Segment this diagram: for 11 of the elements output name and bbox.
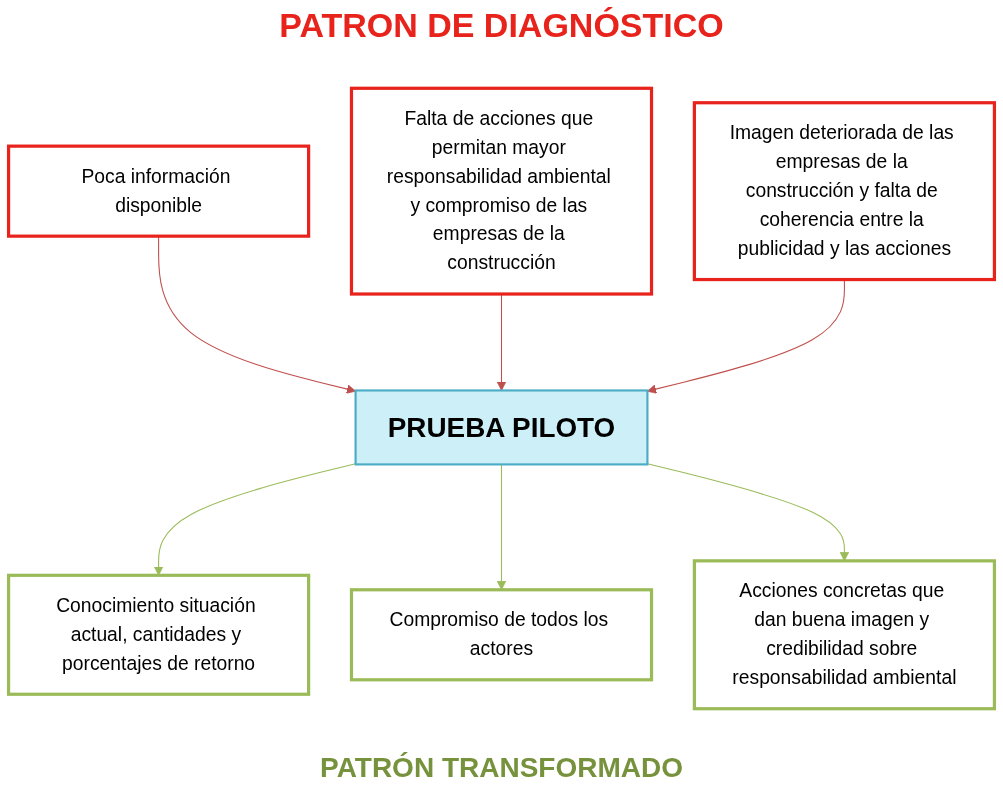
- node-box: Falta de acciones que permitan mayor responsabilidad ambiental y compromiso de las empresas de la construcción: [349, 86, 654, 296]
- arrow: [647, 279, 845, 394]
- diagram-caption: PATRÓN TRANSFORMADO: [320, 752, 683, 784]
- node-box: Poca información disponible: [6, 144, 311, 238]
- node-box: Acciones concretas que dan buena imagen y credibilidad sobre responsabilidad ambiental: [692, 559, 997, 711]
- diagram-title: PATRON DE DIAGNÓSTICO: [279, 6, 724, 45]
- node-box: Conocimiento situación actual, cantidades y porcentajes de retorno: [6, 573, 311, 696]
- node-box: PRUEBA PILOTO: [354, 389, 649, 466]
- node-box: Compromiso de todos los actores: [349, 588, 654, 682]
- arrow: [153, 463, 357, 576]
- node-box: Imagen deteriorada de las empresas de la construcción y falta de coherencia entre la publicidad y las acciones: [692, 101, 997, 282]
